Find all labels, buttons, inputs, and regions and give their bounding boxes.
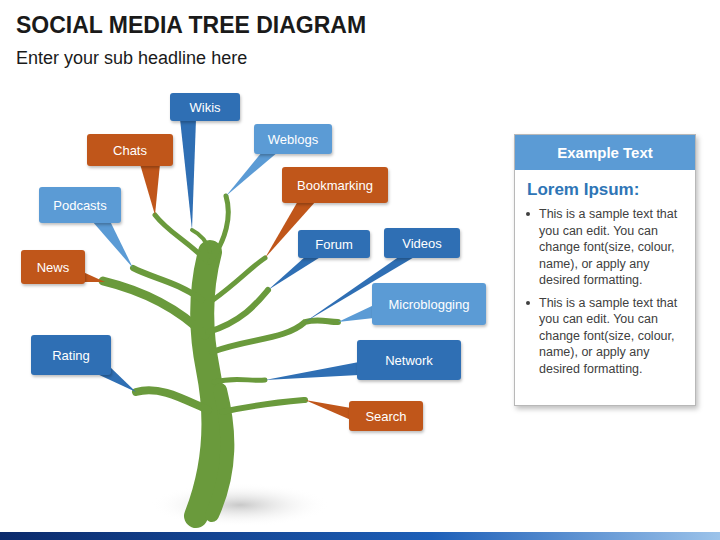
speech-bubble: Forum — [298, 230, 370, 258]
bullet-dot — [526, 301, 530, 305]
speech-bubble: Rating — [31, 335, 111, 375]
panel-heading: Lorem Ipsum: — [527, 180, 683, 200]
sub-headline: Enter your sub headline here — [16, 48, 247, 69]
bubble-label: Wikis — [189, 100, 220, 115]
panel-header: Example Text — [515, 135, 695, 170]
bullet-text: This is a sample text that you can edit.… — [539, 206, 683, 289]
speech-bubble: Network — [357, 340, 461, 380]
footer-bar — [0, 532, 720, 540]
bubble-label: Rating — [52, 348, 90, 363]
ground-shadow — [150, 483, 330, 527]
speech-bubble: Bookmarking — [282, 167, 388, 203]
bubble-label: Microblogging — [389, 297, 470, 312]
bubble-label: Search — [365, 409, 406, 424]
speech-bubble: Wikis — [170, 93, 240, 121]
bubble-label: News — [37, 260, 70, 275]
speech-bubble: Videos — [384, 228, 460, 258]
bubble-label: Network — [385, 353, 433, 368]
text-panel: Example TextLorem Ipsum: This is a sample… — [514, 134, 696, 406]
speech-bubble: Microblogging — [372, 283, 486, 325]
bubble-label: Videos — [402, 236, 442, 251]
bubble-label: Podcasts — [53, 198, 106, 213]
speech-bubble: Weblogs — [254, 124, 332, 154]
bullet-dot — [526, 212, 530, 216]
bubble-label: Chats — [113, 143, 147, 158]
bubble-label: Forum — [315, 237, 353, 252]
bubble-label: Weblogs — [268, 132, 318, 147]
speech-bubble: News — [21, 250, 85, 284]
bubble-label: Bookmarking — [297, 178, 373, 193]
bullet-text: This is a sample text that you can edit.… — [539, 295, 683, 378]
speech-bubble: Podcasts — [39, 187, 121, 223]
speech-bubble: Search — [349, 401, 423, 431]
speech-bubble: Chats — [87, 134, 173, 166]
slide-title: SOCIAL MEDIA TREE DIAGRAM — [16, 12, 366, 39]
